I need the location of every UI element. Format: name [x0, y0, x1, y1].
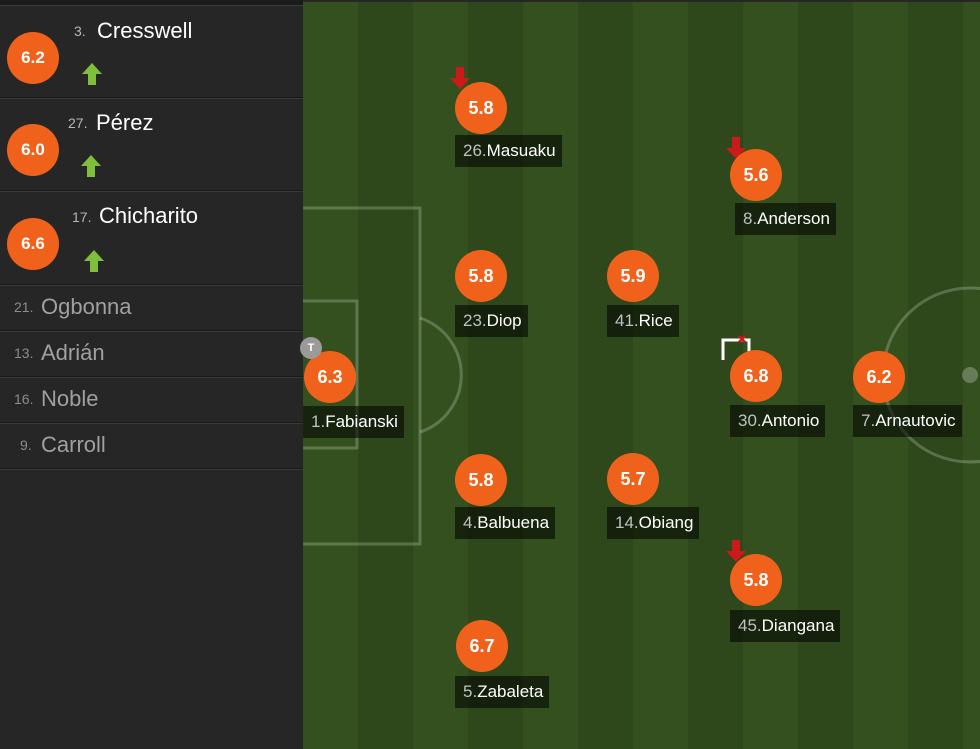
rating-badge: 6.2	[7, 32, 59, 84]
player-label: 41. Rice	[607, 305, 679, 337]
player-name: Antonio	[761, 411, 820, 430]
player-name: Diop	[486, 311, 522, 330]
player-name: Anderson	[757, 209, 830, 228]
player-number: 9.	[20, 437, 32, 453]
player-number: 13.	[14, 345, 34, 361]
player-number: 4.	[463, 513, 478, 532]
player-number: 5.	[463, 682, 478, 701]
player-name: Zabaleta	[477, 682, 544, 701]
rating-badge: 6.2	[853, 351, 905, 403]
player-number: 14.	[615, 513, 639, 532]
player-label: 23. Diop	[455, 305, 528, 337]
player-number: 23.	[463, 311, 487, 330]
player-number: 16.	[14, 391, 34, 407]
player-number: 8.	[743, 209, 758, 228]
player-name: Chicharito	[99, 203, 199, 228]
rating-badge: 6.7	[456, 620, 508, 672]
player-number: 17.	[72, 209, 92, 225]
player-label: 4. Balbuena	[455, 507, 556, 539]
player-number: 7.	[861, 411, 876, 430]
player-name: Diangana	[761, 616, 835, 635]
bench-row-ogbonna[interactable]: 21. Ogbonna	[0, 285, 303, 331]
player-name: Carroll	[41, 432, 106, 457]
rating-badge: 5.8	[455, 82, 507, 134]
player-number: 45.	[738, 616, 762, 635]
player-name: Rice	[638, 311, 673, 330]
player-name: Adrián	[41, 340, 105, 365]
player-name: Obiang	[638, 513, 694, 532]
player-label: 1. Fabianski	[303, 406, 404, 438]
player-name: Balbuena	[477, 513, 550, 532]
substitute-row-cresswell[interactable]: 6.2 3. Cresswell	[0, 5, 303, 98]
pitch-markings	[303, 206, 980, 546]
rating-badge: 5.8	[455, 250, 507, 302]
player-label: 5. Zabaleta	[455, 676, 550, 708]
player-label: 30. Antonio	[730, 405, 826, 437]
player-number: 30.	[738, 411, 762, 430]
player-number: 41.	[615, 311, 639, 330]
player-label: 14. Obiang	[607, 507, 700, 539]
player-label: 45. Diangana	[730, 610, 841, 642]
player-name: Pérez	[96, 110, 154, 135]
sub-out-arrow-icon	[726, 540, 746, 562]
bench-row-noble[interactable]: 16. Noble	[0, 377, 303, 423]
sub-out-arrow-icon	[450, 67, 470, 89]
player-number: 1.	[311, 412, 326, 431]
rating-badge: 6.3	[304, 351, 356, 403]
bench-row-adrian[interactable]: 13. Adrián	[0, 331, 303, 377]
player-number: 27.	[68, 115, 88, 131]
substitute-row-chicharito[interactable]: 6.6 17. Chicharito	[0, 191, 303, 285]
player-name: Fabianski	[325, 412, 398, 431]
player-number: 3.	[74, 23, 86, 39]
rating-badge: 6.0	[7, 124, 59, 176]
substitutes-panel: 6.2 3. Cresswell 6.0 27. Pérez 6.6 17. C…	[0, 0, 303, 749]
rating-badge: 6.6	[7, 218, 59, 270]
player-number: 21.	[14, 299, 34, 315]
player-name: Ogbonna	[41, 294, 132, 319]
player-name: Cresswell	[97, 18, 193, 43]
sub-in-arrow-icon	[82, 63, 102, 85]
player-name: Masuaku	[486, 141, 556, 160]
sub-in-arrow-icon	[81, 155, 101, 177]
pitch: 6.3 1. Fabianski 5.8 26. Masuaku 5.8 23.…	[303, 0, 980, 749]
panel-top-border	[0, 0, 303, 6]
player-number: 26.	[463, 141, 487, 160]
bench-row-carroll[interactable]: 9. Carroll	[0, 423, 303, 469]
substitute-row-perez[interactable]: 6.0 27. Pérez	[0, 98, 303, 191]
player-label: 7. Arnautovic	[853, 405, 962, 437]
rating-badge: 5.8	[455, 454, 507, 506]
rating-badge: 5.9	[607, 250, 659, 302]
player-label: 26. Masuaku	[455, 135, 562, 167]
rating-badge: 5.6	[730, 149, 782, 201]
player-label: 8. Anderson	[735, 203, 836, 235]
captain-icon: T	[300, 337, 322, 359]
rating-badge: 5.7	[607, 453, 659, 505]
player-name: Arnautovic	[875, 411, 956, 430]
player-name: Noble	[41, 386, 99, 411]
sub-in-arrow-icon	[84, 250, 104, 272]
rating-badge: 6.8	[730, 350, 782, 402]
rating-badge: 5.8	[730, 554, 782, 606]
